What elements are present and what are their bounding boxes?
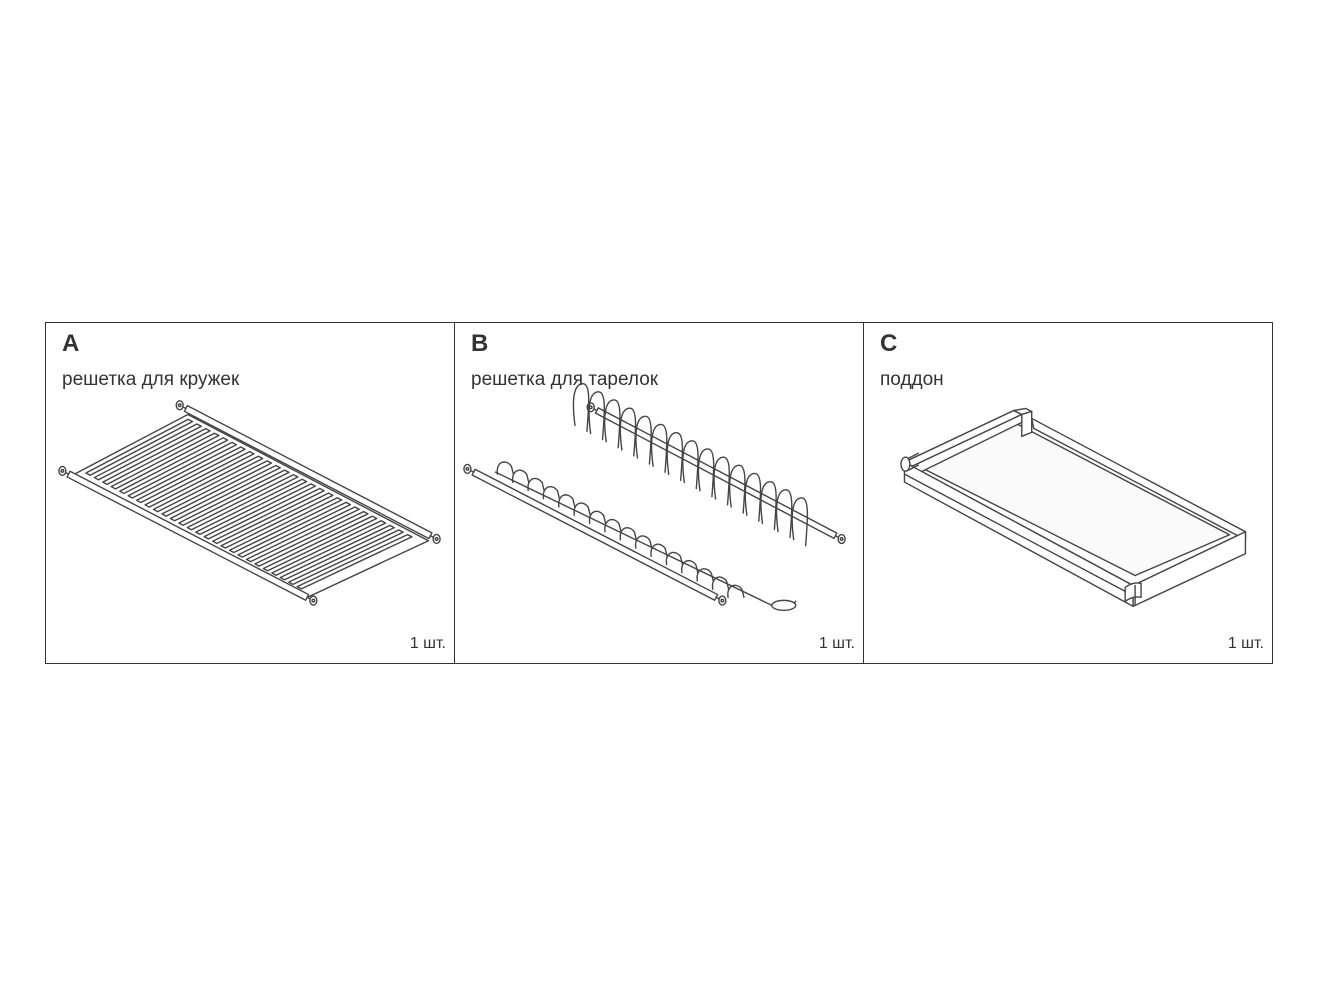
cup-rack-icon	[46, 323, 454, 663]
part-quantity: 1 шт.	[1227, 635, 1264, 652]
parts-table: A решетка для кружек 1 шт. B решетка для…	[45, 322, 1273, 664]
part-letter: B	[471, 330, 489, 357]
part-cell-b: B решетка для тарелок 1 шт.	[454, 323, 863, 663]
part-quantity: 1 шт.	[409, 635, 446, 652]
part-name: поддон	[880, 369, 944, 390]
part-letter: A	[62, 330, 80, 357]
part-cell-c: C поддон 1 шт.	[863, 323, 1272, 663]
plate-rack-icon	[455, 323, 863, 663]
part-cell-a: A решетка для кружек 1 шт.	[46, 323, 454, 663]
part-name: решетка для тарелок	[471, 369, 659, 390]
drip-tray-icon	[864, 323, 1272, 663]
part-letter: C	[880, 330, 898, 357]
part-name: решетка для кружек	[62, 369, 240, 390]
part-quantity: 1 шт.	[818, 635, 855, 652]
